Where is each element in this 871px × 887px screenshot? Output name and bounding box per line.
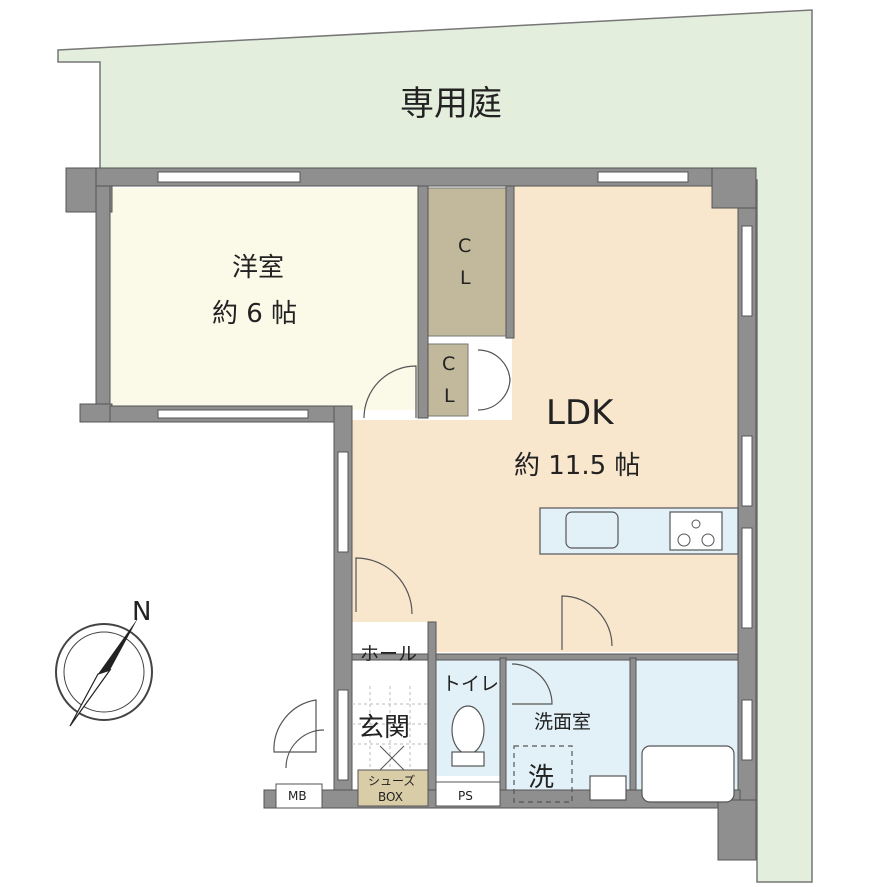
private-garden: 専用庭 [57,9,813,883]
windows [157,171,753,781]
closet-large-l: L [460,267,471,289]
shoe-box-line2: BOX [378,790,403,804]
ldk-size: 約 11.5 帖 [514,451,640,481]
washer-label: 洗 [528,763,554,793]
mb-label: MB [288,789,307,803]
entrance-tiles [352,686,428,770]
window-western-south [157,409,309,419]
kitchen-counter [539,507,739,555]
door-entrance [273,699,317,753]
door-washroom [561,595,613,650]
washroom-name: 洗面室 [534,711,591,733]
door-hall [355,557,413,615]
hall-name: ホール [360,643,417,665]
washer-area [513,745,573,803]
western-room-name: 洋室 [232,253,284,283]
door-toilet [511,663,553,705]
window-ldk-east-1 [741,225,753,317]
compass-needle-south [69,668,112,727]
western-room-floor [108,188,420,410]
door-western-swing [363,365,417,419]
window-bath-east [741,699,753,761]
shoe-box-line1: シューズ [368,773,415,788]
entrance-name: 玄関 [358,713,410,743]
shoe-box [357,769,429,807]
ps-label: PS [458,789,473,803]
hall-floor [352,622,428,684]
entrance-step-doors [379,745,405,771]
ps-box [435,781,501,807]
ldk-name: LDK [546,393,615,433]
closet-small-floor [427,343,469,417]
toilet-name: トイレ [442,673,499,695]
cooktop [669,511,723,551]
doors [273,349,613,769]
compass-needle-north [98,618,138,674]
closet-large-floor [427,187,507,337]
closet-large-c: C [458,235,471,257]
toilet-fixture [451,705,485,767]
sink [565,511,619,549]
western-room-size: 約 6 帖 [212,299,297,329]
window-west-1 [337,451,349,553]
washbasin [589,775,627,801]
window-western-north [157,171,301,183]
window-ldk-north [597,171,689,183]
mb-box [275,783,323,809]
closet-small-l: L [444,385,455,407]
closet-small-c: C [442,353,455,375]
window-ldk-east-2 [741,435,753,507]
compass-north-label: N [132,597,151,627]
garden-label: 専用庭 [400,84,502,124]
door-entrance-2 [285,729,325,769]
door-closet-small [477,349,511,411]
window-west-2 [337,689,349,781]
window-ldk-east-3 [741,527,753,629]
bathtub [641,745,735,803]
compass [55,618,153,727]
